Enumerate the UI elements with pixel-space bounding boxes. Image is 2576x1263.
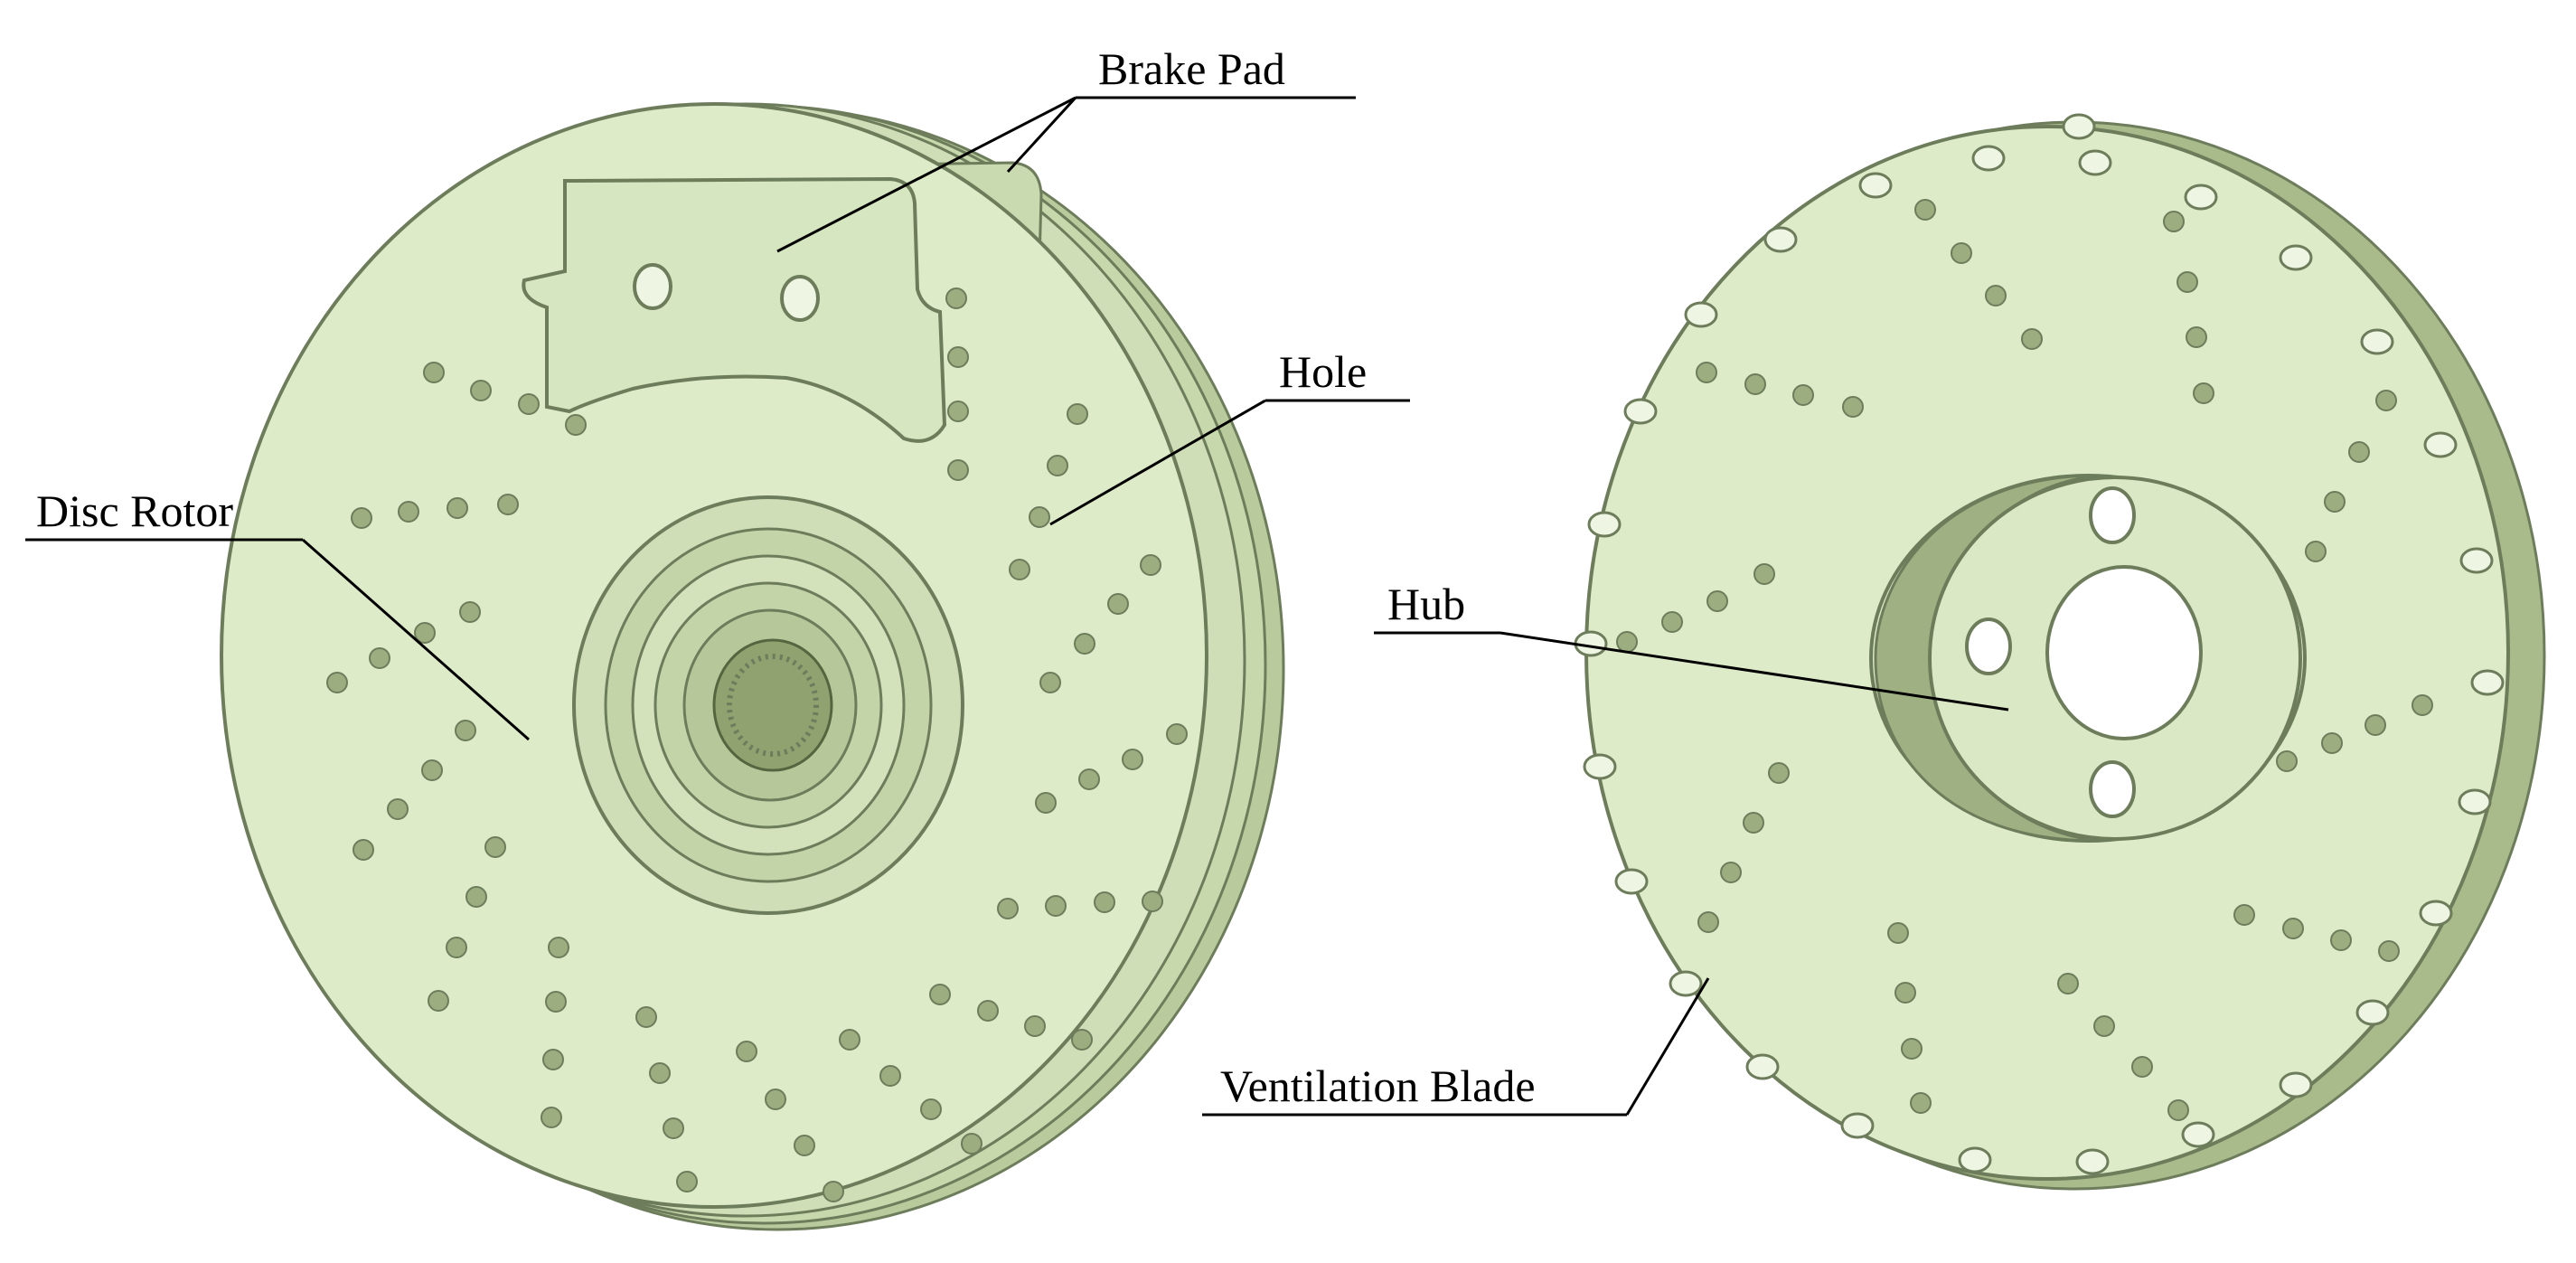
leader-line-hub — [1500, 631, 2009, 712]
brake-pad-pin-hole-2 — [780, 275, 820, 322]
callout-disc-rotor: Disc Rotor — [25, 485, 530, 741]
callout-hole: Hole — [1049, 346, 1410, 526]
hub-bolt-hole-3 — [2089, 760, 2136, 818]
label-hub: Hub — [1387, 579, 1465, 629]
leader-line-ventilation-blade — [1625, 977, 1710, 1116]
label-ventilation-blade: Ventilation Blade — [1220, 1060, 1536, 1111]
callout-brake-pad: Brake Pad — [776, 43, 1356, 253]
ventilation-blade-stubs — [1574, 113, 2505, 1175]
callout-ventilation-blade: Ventilation Blade — [1202, 977, 1710, 1117]
hub-bolt-hole-1 — [2089, 486, 2136, 544]
label-disc-rotor: Disc Rotor — [36, 485, 233, 536]
leader-line-brake-pad-front — [776, 96, 1076, 253]
leader-line-hole — [1049, 399, 1266, 526]
brake-pad-pin-hole-1 — [633, 263, 672, 310]
left-disc-holes — [326, 287, 1188, 1202]
left-disc-assembly — [220, 102, 1285, 1231]
right-disc-holes — [1616, 199, 2433, 1121]
label-hole: Hole — [1279, 346, 1367, 397]
hub-bolt-hole-2 — [1965, 617, 2012, 675]
label-brake-pad: Brake Pad — [1098, 43, 1285, 94]
hub-center-bore — [2045, 565, 2203, 740]
left-disc-hub — [572, 495, 964, 915]
right-disc-hub — [1869, 474, 2307, 843]
callout-hub: Hub — [1374, 579, 2009, 712]
front-brake-pad — [522, 176, 947, 443]
leader-line-disc-rotor — [302, 538, 530, 741]
leader-line-brake-pad-rear — [1006, 96, 1077, 174]
right-disc-rotor — [1574, 113, 2546, 1191]
